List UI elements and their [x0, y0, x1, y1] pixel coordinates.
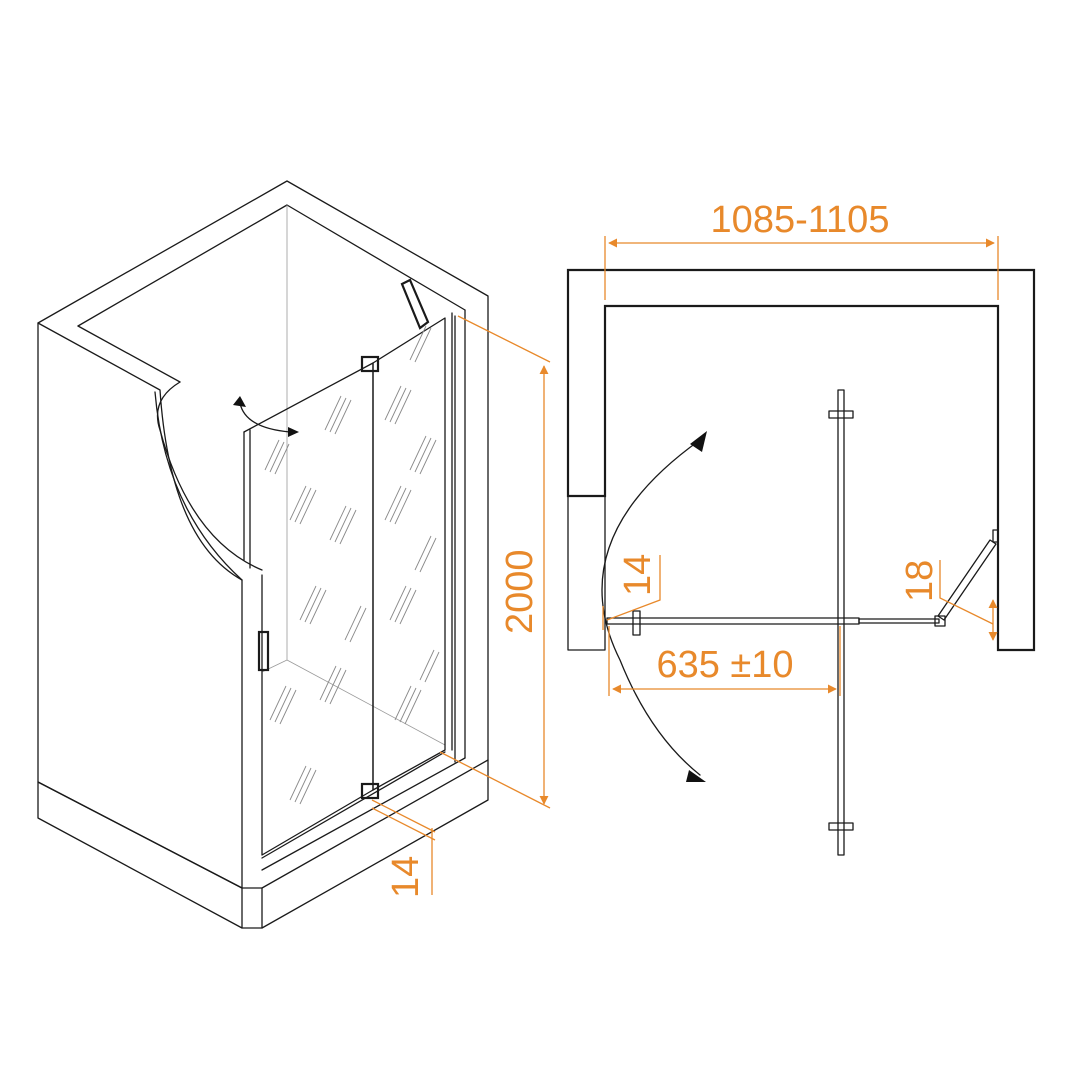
plan-arc-head-top [690, 431, 707, 452]
plan-view: 1085-1105 14 635 ±10 18 [566, 199, 1036, 856]
base-line-right [241, 759, 489, 929]
door-width-label: 635 ±10 [656, 644, 793, 686]
door-edge [243, 429, 251, 569]
glass-hatching [264, 325, 440, 805]
hinge-leader [939, 560, 994, 625]
plan-swing-arc [601, 439, 701, 776]
fixed-panel [372, 317, 446, 791]
top-hinge [360, 355, 380, 373]
height-label: 2000 [499, 549, 541, 634]
hinge-offset-label: 18 [899, 560, 941, 602]
plan-door-closed [606, 617, 860, 625]
swing-arrow-head-up [233, 396, 246, 407]
bottom-gap-label: 14 [385, 856, 427, 898]
height-ext-bottom [439, 751, 551, 809]
wall-right-inner [454, 309, 466, 763]
base-line-left [37, 781, 243, 929]
bottom-ext-1 [371, 799, 436, 833]
swing-arrow-head-right [288, 427, 299, 437]
wall-curve-inner [154, 391, 243, 581]
wall-left-face [37, 322, 243, 889]
wall-gap-label: 14 [617, 554, 659, 596]
wall-top-inner [77, 204, 466, 327]
wall-curve-outer [156, 381, 263, 571]
plan-door-open [837, 389, 845, 856]
support-bar [400, 278, 430, 330]
plan-support-arm [937, 539, 997, 621]
door-handle [257, 630, 270, 672]
swing-arrow [239, 402, 291, 433]
plan-hinge [934, 615, 946, 627]
plan-open-handle-top [828, 410, 854, 419]
wall-gap-leader [606, 555, 661, 621]
wall-top-front [77, 325, 181, 383]
plan-handle [632, 610, 641, 636]
tray [261, 751, 466, 871]
isometric-view: 2000 14 [37, 180, 551, 929]
plan-fixed-panel [858, 618, 940, 624]
plan-left-wall-lower [567, 495, 606, 651]
height-ext-top [457, 315, 551, 363]
plan-open-handle-bottom [828, 822, 854, 831]
bottom-hinge [360, 782, 380, 800]
bottom-ext-2 [371, 807, 436, 841]
plan-wall [566, 268, 1036, 652]
plan-support-bracket [992, 529, 999, 543]
floor-inner [261, 659, 446, 746]
width-label: 1085-1105 [711, 199, 890, 241]
plan-arc-head-bottom [686, 770, 706, 782]
door-panel [243, 362, 374, 856]
